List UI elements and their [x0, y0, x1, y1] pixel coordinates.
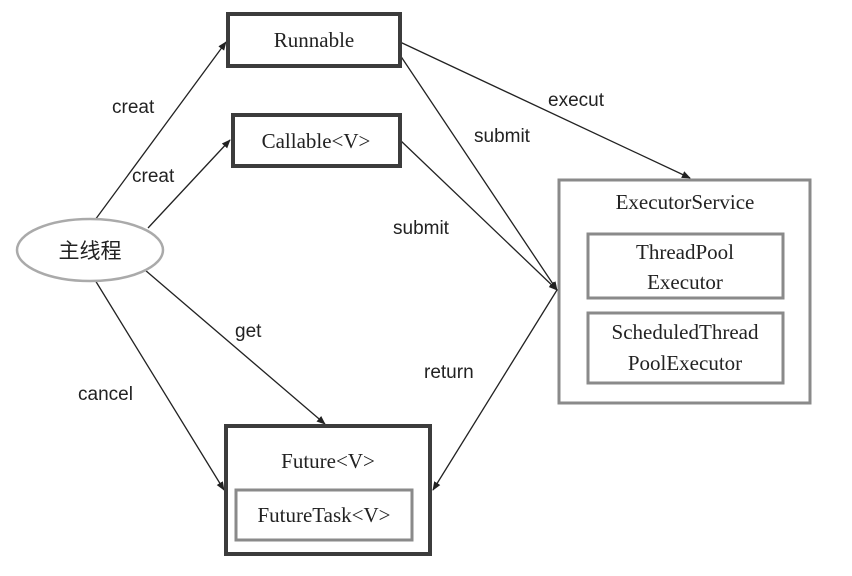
node-future-label: Future<V> — [281, 449, 375, 473]
edge-creat-runnable — [94, 41, 227, 221]
edge-get — [144, 269, 326, 425]
node-thread-pool-executor: ThreadPool Executor — [586, 232, 785, 300]
node-callable-label: Callable<V> — [262, 129, 371, 153]
node-future-task-label: FutureTask<V> — [257, 503, 390, 527]
node-executor-service: ExecutorService ThreadPool Executor Sche… — [557, 178, 812, 405]
edge-submit-callable — [399, 139, 558, 291]
node-scheduled-thread-pool-executor-line1: ScheduledThread — [612, 320, 759, 344]
edge-label-return: return — [424, 362, 474, 383]
node-main-thread: 主线程 — [15, 217, 165, 283]
edge-label-submit-callable: submit — [393, 218, 450, 239]
node-callable: Callable<V> — [231, 113, 402, 168]
node-thread-pool-executor-line2: Executor — [647, 270, 723, 294]
edge-submit-runnable — [399, 54, 558, 291]
edge-label-execut: execut — [548, 90, 605, 111]
edge-labels: creat creat execut submit submit get ret… — [78, 90, 605, 405]
edge-label-cancel: cancel — [78, 384, 133, 405]
edges — [94, 41, 691, 491]
node-scheduled-thread-pool-executor: ScheduledThread PoolExecutor — [586, 311, 785, 385]
node-runnable-label: Runnable — [274, 28, 354, 52]
edge-label-submit-runnable: submit — [474, 126, 531, 147]
node-scheduled-thread-pool-executor-line2: PoolExecutor — [628, 351, 742, 375]
node-executor-service-label: ExecutorService — [616, 190, 755, 214]
node-runnable: Runnable — [226, 12, 402, 68]
edge-label-creat-callable: creat — [132, 166, 175, 187]
edge-execut — [399, 41, 691, 179]
node-future: Future<V> FutureTask<V> — [224, 424, 432, 556]
node-future-task: FutureTask<V> — [234, 488, 414, 542]
edge-return — [432, 289, 558, 491]
node-thread-pool-executor-line1: ThreadPool — [636, 240, 734, 264]
edge-label-creat-runnable: creat — [112, 97, 155, 118]
edge-creat-callable — [147, 139, 231, 229]
edge-label-get: get — [235, 321, 262, 342]
edge-cancel — [94, 279, 225, 491]
node-main-thread-label: 主线程 — [59, 239, 122, 263]
